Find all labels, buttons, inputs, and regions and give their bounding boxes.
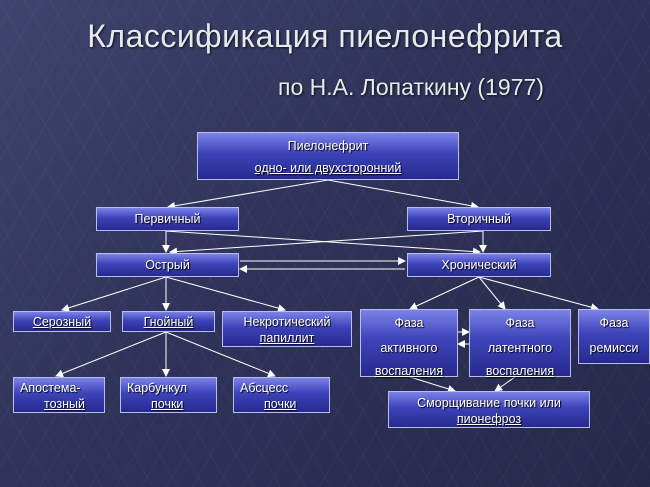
arrow-root-secondary — [327, 179, 479, 210]
node-necrotic-papillitis: Некротический папиллит — [222, 311, 352, 347]
node-carbuncle: Карбункул почки — [120, 377, 217, 413]
arrow-latent-shrinkage — [494, 376, 516, 392]
node-necrotic-line1: Некротический — [243, 315, 331, 329]
arrow-chronic-latent — [478, 276, 506, 310]
slide-title: Классификация пиелонефрита — [87, 18, 563, 54]
node-carbuncle-line1: Карбункул — [127, 381, 188, 395]
node-pyelonephritis: Пиелонефрит одно- или двухсторонний — [197, 132, 459, 180]
node-pyelonephritis-line2: одно- или двухсторонний — [254, 161, 402, 175]
arrow-chronic-remission — [478, 276, 599, 312]
node-purulent: Гнойный — [122, 311, 215, 332]
arrow-purulent-apostematous — [55, 331, 167, 378]
node-primary-label: Первичный — [134, 212, 201, 226]
node-apostematous: Апостема- тозный — [13, 377, 105, 413]
node-phase-active-line1: Фаза — [394, 316, 424, 330]
node-abscess: Абсцесс почки — [233, 377, 330, 413]
node-secondary-label: Вторичный — [447, 212, 511, 226]
node-abscess-line2: почки — [264, 397, 297, 411]
node-acute-label: Острый — [145, 258, 190, 272]
arrow-chronic-active — [409, 276, 480, 310]
node-phase-latent-line3: воспаления — [485, 364, 555, 378]
node-shrinkage-line1: Сморщивание почки или — [417, 396, 561, 410]
node-shrinkage: Сморщивание почки или пионефроз — [388, 391, 590, 428]
node-primary: Первичный — [96, 207, 239, 231]
node-phase-active: Фаза активного воспаления — [360, 309, 458, 378]
node-phase-remission-line1: Фаза — [599, 316, 629, 330]
node-apostematous-line2: тозный — [44, 397, 85, 411]
node-apostematous-line1: Апостема- — [20, 381, 81, 395]
node-phase-remission-line2: ремисси — [589, 341, 639, 355]
node-phase-latent: Фаза латентного воспаления — [469, 309, 571, 378]
node-acute: Острый — [96, 253, 239, 277]
node-phase-active-line3: воспаления — [374, 364, 444, 378]
node-pyelonephritis-line1: Пиелонефрит — [287, 139, 369, 153]
node-purulent-label: Гнойный — [143, 315, 194, 329]
node-serous-label: Серозный — [32, 315, 92, 329]
arrow-acute-necrotic — [165, 276, 286, 312]
node-abscess-line1: Абсцесс — [240, 381, 289, 395]
slide-subtitle: по Н.А. Лопаткину (1977) — [278, 74, 544, 100]
node-carbuncle-line2: почки — [151, 397, 184, 411]
arrow-secondary-acute — [169, 230, 484, 256]
node-phase-latent-line2: латентного — [487, 341, 553, 355]
node-necrotic-line2: папиллит — [259, 331, 315, 345]
node-chronic: Хронический — [407, 253, 551, 277]
node-serous: Серозный — [13, 311, 111, 332]
arrow-purulent-abscess — [165, 331, 276, 378]
arrow-active-shrinkage — [409, 376, 456, 393]
node-phase-active-line2: активного — [380, 341, 438, 355]
node-phase-latent-line1: Фаза — [505, 316, 535, 330]
node-chronic-label: Хронический — [441, 258, 517, 272]
arrow-root-primary — [167, 179, 329, 210]
node-phase-remission: Фаза ремисси — [578, 309, 650, 364]
node-secondary: Вторичный — [407, 207, 551, 231]
node-shrinkage-line2: пионефроз — [456, 412, 522, 426]
arrow-acute-serous — [61, 276, 167, 312]
